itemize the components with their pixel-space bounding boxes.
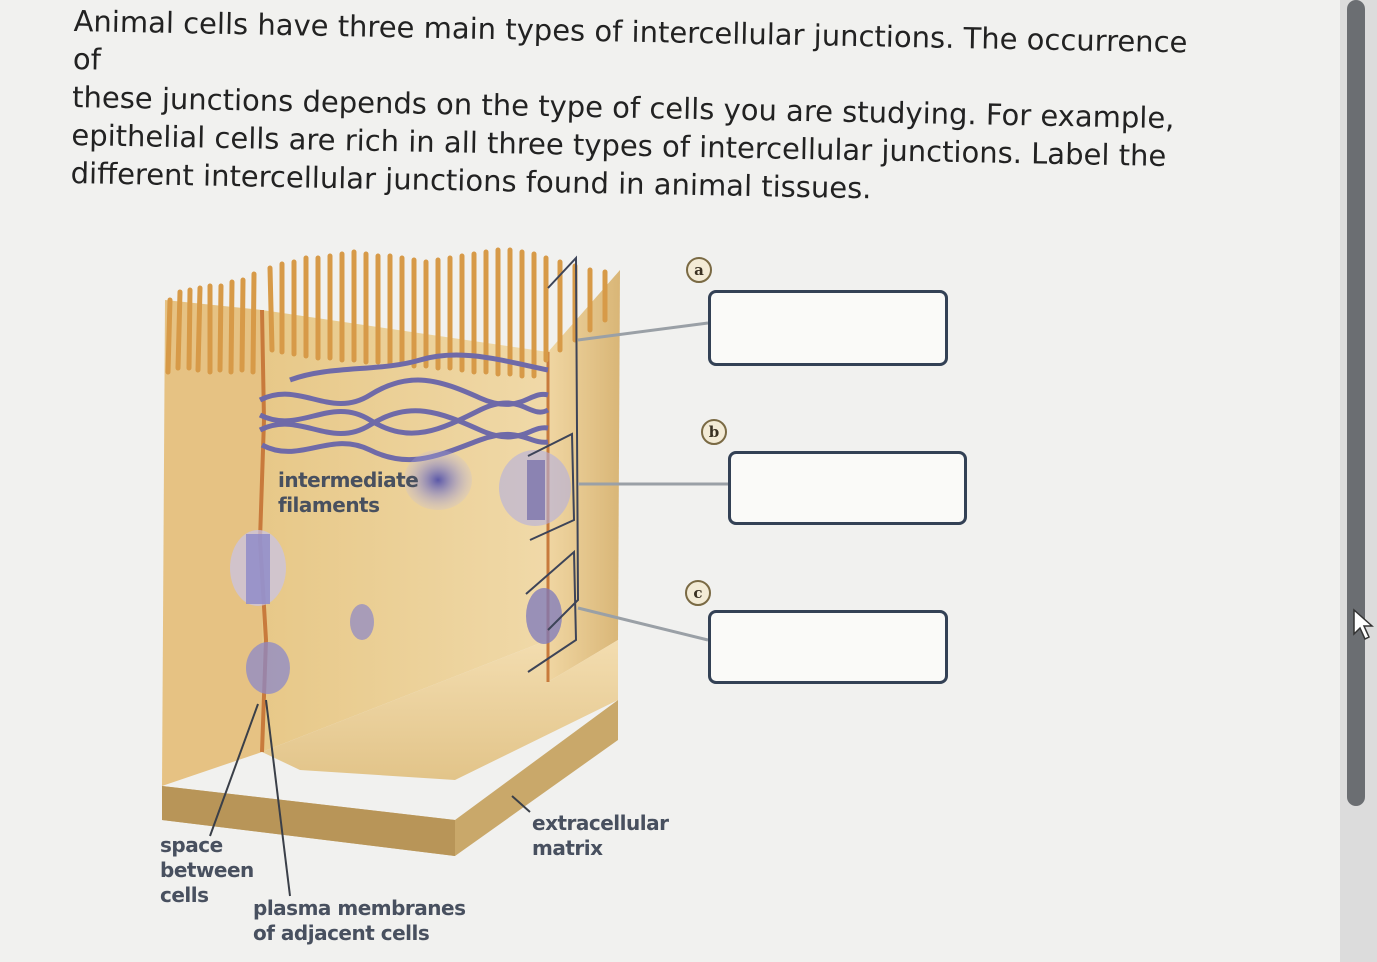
- desmosome-a: [230, 450, 571, 606]
- microvilli: [165, 247, 608, 379]
- callout-frames: [525, 255, 580, 673]
- label-plasma-membranes: plasma membranes of adjacent cells: [253, 896, 466, 945]
- answer-box-c[interactable]: [708, 610, 948, 684]
- leader-lines: [577, 321, 728, 642]
- label-intermediate-filaments: intermediate filaments: [278, 468, 419, 517]
- tight-junction-band: [258, 352, 550, 463]
- answer-box-a[interactable]: [708, 290, 948, 366]
- scrollbar-thumb[interactable]: [1347, 0, 1365, 806]
- answer-box-b[interactable]: [728, 451, 967, 525]
- gap-junction: [246, 588, 562, 694]
- marker-a: a: [686, 257, 712, 283]
- label-extracellular-matrix: extracellular matrix: [532, 811, 669, 860]
- label-pointers: [209, 699, 531, 897]
- mouse-cursor-icon: [1353, 608, 1374, 641]
- marker-b: b: [701, 419, 727, 445]
- cell-block: [162, 270, 620, 856]
- label-space-between-cells: space between cells: [160, 833, 254, 907]
- marker-c: c: [685, 580, 711, 606]
